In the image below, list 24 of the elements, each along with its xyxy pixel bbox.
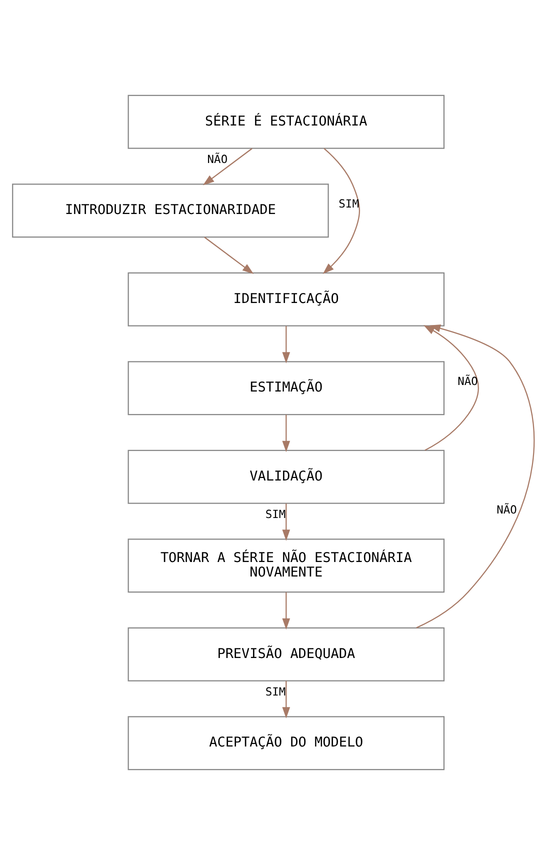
node-box: VALIDAÇÃO (128, 450, 445, 504)
node-box: IDENTIFICAÇÃO (128, 272, 445, 326)
arrow (204, 236, 254, 274)
arrow (282, 503, 290, 541)
arrow (416, 324, 535, 628)
edge-label: NÃO (496, 504, 517, 517)
arrow (282, 326, 290, 364)
arrow (424, 325, 479, 451)
arrow (282, 592, 290, 630)
node-box: SÉRIE É ESTACIONÁRIA (128, 94, 445, 149)
arrow (282, 680, 290, 718)
edge-label: NÃO (207, 153, 228, 166)
arrow (322, 148, 360, 274)
edge-label: SIM (265, 508, 286, 521)
edge-label: SIM (265, 685, 286, 698)
node-box: INTRODUZIR ESTACIONARIDADE (12, 184, 329, 238)
node-box: PREVISÃO ADEQUADA (128, 627, 445, 682)
node-box: ESTIMAÇÃO (128, 361, 445, 416)
edge-label: SIM (338, 197, 359, 210)
node-box: ACEPTAÇÃO DO MODELO (128, 716, 445, 770)
arrow (282, 414, 290, 452)
edge-label: NÃO (458, 374, 478, 388)
arrow (202, 148, 252, 186)
node-box: TORNAR A SÉRIE NÃO ESTACIONÁRIA NOVAMENTE (128, 538, 445, 593)
